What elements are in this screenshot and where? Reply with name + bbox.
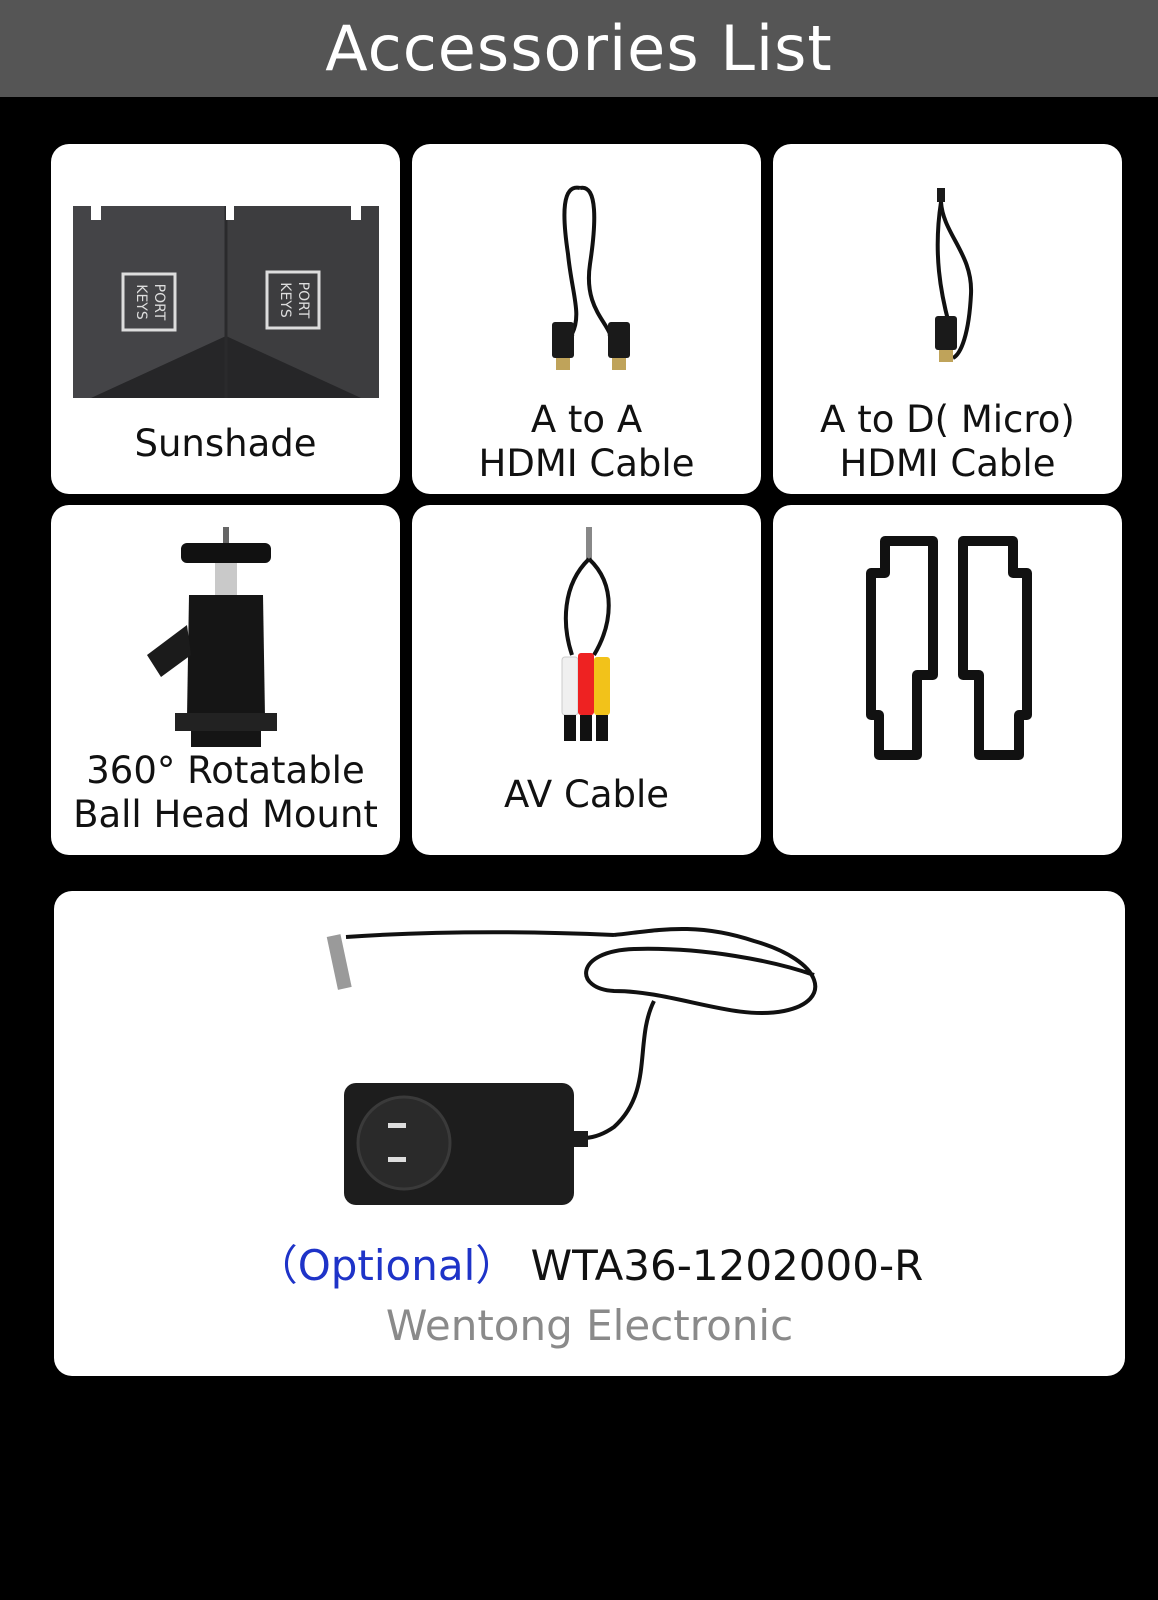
sunshade-logo-4: KEYS [277,282,293,318]
av-cable-image [561,527,611,741]
card-av-cable: AV Cable [412,505,761,855]
ball-head-mount-image [147,527,277,747]
adapter-model-line: （Optional） WTA36-1202000-R [54,1241,1125,1291]
hdmi-cable-image [552,185,630,370]
ball-head-label-2: Ball Head Mount [73,793,378,836]
sunshade-logo-3: PORT [295,282,311,319]
power-adapter-image [326,926,818,1205]
adapter-model: WTA36-1202000-R [530,1241,924,1290]
adapter-maker: Wentong Electronic [385,1301,794,1350]
av-cable-label: AV Cable [503,773,670,816]
sunshade-label: Sunshade [134,422,317,465]
card-hdmi-a-to-d: A to D( Micro) HDMI Cable [773,144,1122,494]
ball-head-label-1: 360° Rotatable [86,749,365,792]
sunshade-logo-2: KEYS [133,284,149,320]
hdmi-a-to-d-label-2: HDMI Cable [839,442,1056,485]
hdmi-a-to-a-label-1: A to A [530,398,643,441]
optional-tag: （Optional） [255,1241,518,1290]
sunshade-logo-1: PORT [151,284,167,321]
page-title: Accessories List [325,12,833,85]
hdmi-a-to-d-label-1: A to D( Micro) [820,398,1075,441]
page-header: Accessories List [0,0,1158,97]
micro-hdmi-cable-image [935,188,974,362]
card-brackets [773,505,1122,855]
sunshade-image: PORT KEYS PORT KEYS [73,206,379,398]
card-ball-head-mount: 360° Rotatable Ball Head Mount [51,505,400,855]
card-power-adapter: （Optional） WTA36-1202000-R Wentong Elect… [54,891,1125,1376]
mounting-brackets-image [866,536,1032,760]
hdmi-a-to-a-label-2: HDMI Cable [478,442,695,485]
card-sunshade: PORT KEYS PORT KEYS Sunshade [51,144,400,494]
card-hdmi-a-to-a: A to A HDMI Cable [412,144,761,494]
